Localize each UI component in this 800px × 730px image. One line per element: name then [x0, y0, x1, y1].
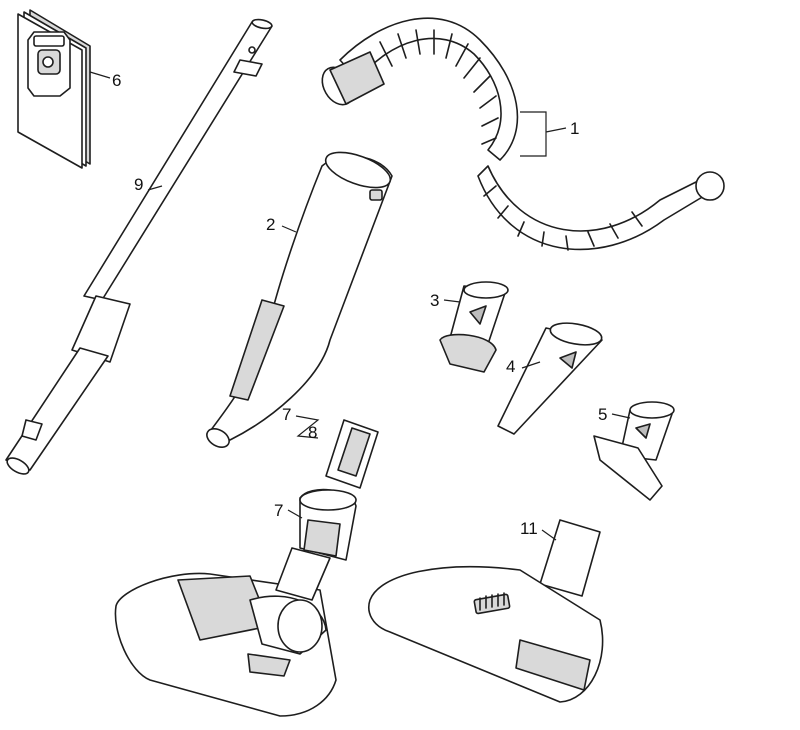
- callout-2: 2: [266, 215, 275, 234]
- upholstery-nozzle: [593, 401, 675, 501]
- nozzle-swivel-adapter: [299, 488, 357, 561]
- callout-11: 11: [520, 519, 538, 538]
- callout-5: 5: [598, 405, 607, 424]
- filter-bag-stack: [17, 9, 91, 169]
- callout-4: 4: [506, 357, 515, 376]
- leader-lines: [89, 71, 631, 541]
- callout-6: 6: [112, 71, 121, 90]
- callout-7-adapter: 7: [274, 501, 283, 520]
- callout-3: 3: [430, 291, 439, 310]
- callout-9: 9: [134, 175, 143, 194]
- turbo-floor-nozzle: [368, 519, 604, 703]
- callout-1: 1: [570, 119, 579, 138]
- combination-floor-nozzle: [114, 547, 337, 717]
- crevice-nozzle: [497, 322, 603, 435]
- callout-8: 8: [308, 423, 317, 442]
- suction-hose: [321, 17, 725, 251]
- callout-7-clip: 7: [282, 405, 291, 424]
- telescopic-tube: [5, 18, 273, 475]
- hand-grip: [206, 151, 393, 448]
- crevice-nozzle-small: [439, 281, 509, 373]
- hose-clip: [325, 419, 379, 489]
